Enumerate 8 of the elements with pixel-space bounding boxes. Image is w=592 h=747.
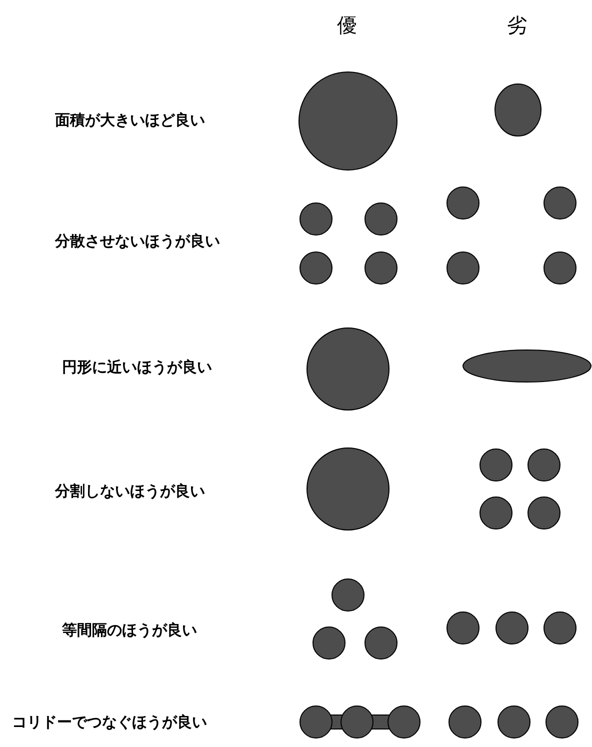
principle-label: コリドーでつなぐほうが良い <box>12 713 207 731</box>
principle-label: 面積が大きいほど良い <box>55 111 205 129</box>
column-heading: 劣 <box>507 13 527 37</box>
principle-label: 分散させないほうが良い <box>55 232 220 250</box>
principle-label: 円形に近いほうが良い <box>62 358 212 376</box>
principle-label: 等間隔のほうが良い <box>62 621 197 639</box>
principle-label: 分割しないほうが良い <box>55 482 205 500</box>
column-heading: 優 <box>337 13 357 37</box>
